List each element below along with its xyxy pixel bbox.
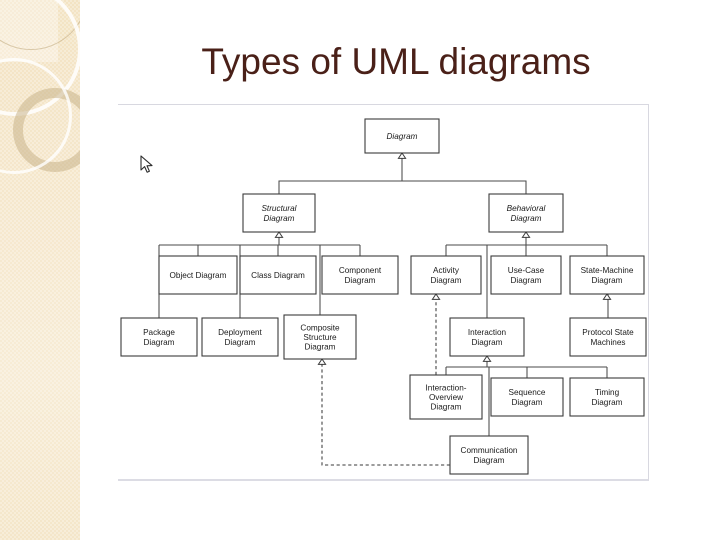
node-label: Deployment bbox=[218, 328, 262, 337]
node-box bbox=[410, 255, 482, 295]
node-box bbox=[449, 317, 525, 357]
generalization-triangle bbox=[431, 293, 441, 300]
node-label: Package bbox=[143, 328, 175, 337]
node-label: Diagram bbox=[345, 276, 376, 285]
node-box bbox=[488, 193, 564, 233]
node-label: Diagram bbox=[144, 338, 175, 347]
node-label: Diagram bbox=[225, 338, 256, 347]
node-label: Diagram bbox=[472, 338, 503, 347]
edge-to-diagram bbox=[278, 180, 402, 194]
node-label: Diagram bbox=[474, 456, 505, 465]
node-label: Class Diagram bbox=[251, 271, 305, 280]
generalization-triangle bbox=[274, 231, 284, 238]
node-label: Diagram bbox=[592, 398, 623, 407]
generalization-triangle bbox=[482, 355, 492, 362]
edge-to-diagram bbox=[402, 180, 527, 194]
node-box bbox=[283, 314, 357, 360]
node-box bbox=[242, 193, 316, 233]
node-box bbox=[321, 255, 399, 295]
node-label: Behavioral bbox=[507, 204, 546, 213]
uml-node-object-diagram[interactable]: Object Diagram bbox=[158, 255, 238, 295]
edge-realization bbox=[321, 364, 450, 466]
uml-node-class-diagram[interactable]: Class Diagram bbox=[239, 255, 317, 295]
uml-node-diagram[interactable]: Diagram bbox=[364, 118, 440, 154]
node-box bbox=[569, 317, 647, 357]
node-label: Use-Case bbox=[508, 266, 545, 275]
node-label: Diagram bbox=[511, 276, 542, 285]
node-label: Interaction bbox=[468, 328, 507, 337]
node-label: Diagram bbox=[511, 214, 542, 223]
node-label: Diagram bbox=[512, 398, 543, 407]
node-label: Diagram bbox=[431, 276, 462, 285]
node-label: Diagram bbox=[592, 276, 623, 285]
node-box bbox=[239, 255, 317, 295]
node-label: Sequence bbox=[509, 388, 546, 397]
node-label: Machines bbox=[590, 338, 625, 347]
node-label: Diagram bbox=[264, 214, 295, 223]
generalization-triangle bbox=[317, 358, 327, 365]
node-label: Activity bbox=[433, 266, 460, 275]
node-label: Component bbox=[339, 266, 382, 275]
node-box bbox=[490, 377, 564, 417]
node-box bbox=[490, 255, 562, 295]
node-label: Diagram bbox=[305, 343, 336, 352]
node-label: Protocol State bbox=[582, 328, 634, 337]
node-label: Object Diagram bbox=[170, 271, 227, 280]
node-box bbox=[158, 255, 238, 295]
generalization-triangle bbox=[602, 293, 612, 300]
mouse-pointer-icon bbox=[140, 155, 153, 173]
decorative-sidebar bbox=[0, 0, 80, 540]
node-box bbox=[201, 317, 279, 357]
node-box bbox=[120, 317, 198, 357]
node-label: State-Machine bbox=[581, 266, 634, 275]
node-box bbox=[449, 435, 529, 475]
generalization-triangle bbox=[521, 231, 531, 238]
node-label: Structure bbox=[303, 333, 337, 342]
slide-title: Types of UML diagrams bbox=[201, 41, 591, 82]
node-label: Overview bbox=[429, 393, 463, 402]
node-box bbox=[364, 118, 440, 154]
node-label: Communication bbox=[461, 446, 518, 455]
node-box bbox=[569, 255, 645, 295]
node-label: Structural bbox=[261, 204, 296, 213]
node-label: Diagram bbox=[431, 403, 462, 412]
node-box bbox=[569, 377, 645, 417]
generalization-triangle bbox=[397, 152, 407, 159]
node-label: Timing bbox=[595, 388, 620, 397]
node-label: Composite bbox=[300, 323, 340, 332]
node-layer: DiagramStructuralDiagramBehavioralDiagra… bbox=[120, 118, 647, 475]
uml-hierarchy-svg: DiagramStructuralDiagramBehavioralDiagra… bbox=[120, 118, 647, 475]
node-box bbox=[409, 374, 483, 420]
node-label: Interaction- bbox=[426, 383, 467, 392]
node-label: Diagram bbox=[387, 132, 418, 141]
